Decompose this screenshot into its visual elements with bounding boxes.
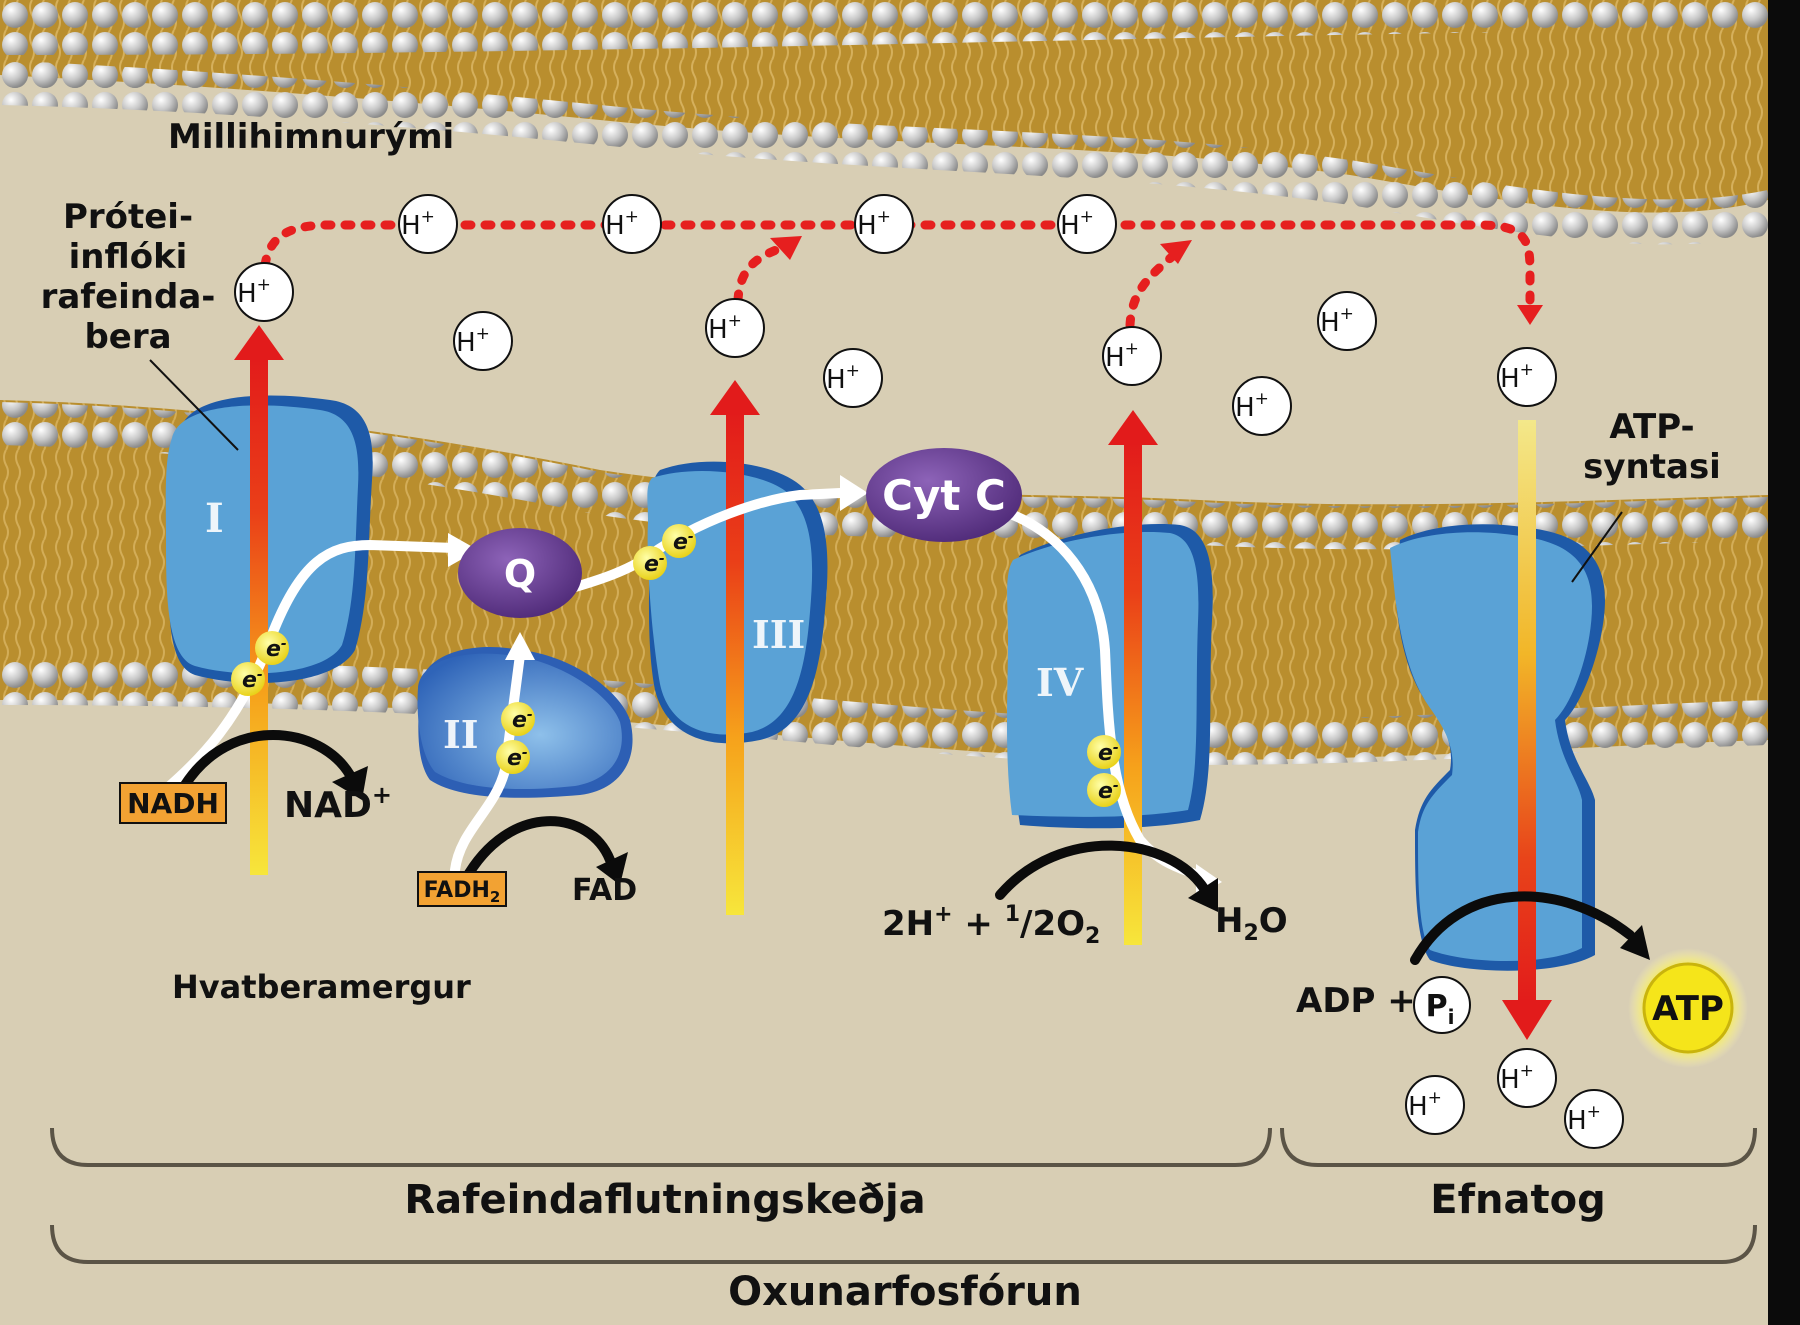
oxphos-bracket-label: Oxunarfosfórun: [728, 1269, 1082, 1315]
svg-text:e-: e-: [1098, 740, 1119, 766]
proton: H+: [1102, 326, 1162, 386]
q-carrier: Q: [458, 528, 582, 618]
svg-text:Pi: Pi: [1426, 989, 1455, 1029]
svg-text:ATP: ATP: [1652, 989, 1724, 1029]
etc-bracket-label: Rafeindaflutningskeðja: [404, 1177, 925, 1223]
proton-dashed-path: [260, 220, 1535, 330]
svg-text:syntasi: syntasi: [1583, 447, 1721, 487]
brackets: [50, 1127, 1757, 1264]
oxygen-reaction-label: 2H+ + 1/2O2: [882, 902, 1100, 949]
electrons: e- e- e- e- e- e- e- e-: [231, 524, 1121, 807]
svg-text:H+: H+: [605, 207, 639, 241]
complex-iv-label: IV: [1036, 660, 1085, 705]
svg-text:H+: H+: [456, 324, 490, 358]
complex-pointer-line: [149, 359, 239, 451]
svg-text:H+: H+: [1060, 207, 1094, 241]
proton: H+: [705, 298, 765, 358]
electron: e-: [662, 524, 696, 558]
svg-text:H+: H+: [1500, 360, 1534, 394]
complex-i-label: I: [205, 495, 224, 542]
intermembrane-space-label: Millihimnurými: [168, 117, 454, 157]
proton: H+: [602, 194, 662, 254]
svg-text:e-: e-: [242, 667, 263, 693]
svg-text:H+: H+: [401, 207, 435, 241]
svg-text:e-: e-: [512, 707, 533, 733]
svg-text:inflóki: inflóki: [69, 237, 188, 277]
electron: e-: [633, 546, 667, 580]
atp-synthase-annotation: ATP- syntasi: [1583, 407, 1721, 487]
fadh2-box: FADH2: [417, 871, 507, 907]
electron: e-: [231, 662, 265, 696]
proton-arrows: [234, 325, 1552, 1040]
atp-synthase: [1390, 524, 1605, 971]
proton: H+: [1405, 1075, 1465, 1135]
svg-text:H+: H+: [1105, 339, 1139, 373]
svg-text:Prótei-: Prótei-: [63, 197, 193, 237]
svg-text:e-: e-: [673, 529, 694, 555]
svg-text:H+: H+: [1500, 1061, 1534, 1095]
reaction-arrows: [180, 730, 1635, 965]
outer-membrane: [0, 0, 1768, 245]
cyt-c-label: Cyt C: [882, 471, 1006, 520]
svg-text:FADH2: FADH2: [424, 878, 501, 906]
svg-text:e-: e-: [507, 745, 528, 771]
electron: e-: [255, 631, 289, 665]
svg-text:e-: e-: [644, 551, 665, 577]
svg-text:rafeinda-: rafeinda-: [41, 277, 216, 317]
svg-text:bera: bera: [84, 317, 171, 357]
chemiosmosis-bracket-label: Efnatog: [1430, 1177, 1605, 1223]
atp-product: ATP: [1628, 948, 1748, 1068]
svg-text:H+: H+: [237, 275, 271, 309]
proton: H+: [1497, 1048, 1557, 1108]
electron: e-: [501, 702, 535, 736]
complex-annotation: Prótei- inflóki rafeinda- bera: [41, 197, 216, 357]
electron: e-: [1087, 735, 1121, 769]
proton: H+: [1564, 1089, 1624, 1149]
electron: e-: [496, 740, 530, 774]
svg-text:NADH: NADH: [127, 787, 219, 820]
proton: H+: [1057, 194, 1117, 254]
proton: H+: [1317, 291, 1377, 351]
svg-text:e-: e-: [1098, 778, 1119, 804]
proton: H+: [1232, 376, 1292, 436]
svg-text:e-: e-: [266, 636, 287, 662]
svg-text:H+: H+: [1235, 389, 1269, 423]
electron: e-: [1087, 773, 1121, 807]
nad-label: NAD+: [284, 781, 392, 826]
proton: H+: [1497, 347, 1557, 407]
protons: H+ H+ H+ H+ H+ H+ H+ H+ H+ H+ H+ H+ H+ H…: [234, 194, 1624, 1149]
svg-text:H+: H+: [826, 361, 860, 395]
proton: H+: [453, 311, 513, 371]
svg-text:H+: H+: [1408, 1088, 1442, 1122]
complex-ii-label: II: [443, 712, 479, 757]
svg-text:H+: H+: [857, 207, 891, 241]
water-label: H2O: [1215, 901, 1288, 946]
svg-text:ATP-: ATP-: [1609, 407, 1694, 447]
matrix-label: Hvatberamergur: [172, 968, 471, 1006]
proton: H+: [854, 194, 914, 254]
svg-text:H+: H+: [1320, 304, 1354, 338]
proton: H+: [823, 348, 883, 408]
proton: H+: [398, 194, 458, 254]
proton: H+: [234, 262, 294, 322]
svg-text:H+: H+: [1567, 1102, 1601, 1136]
svg-text:H+: H+: [708, 311, 742, 345]
cyt-c-carrier: Cyt C: [866, 448, 1022, 542]
fad-label: FAD: [572, 873, 637, 908]
phosphate-circle: Pi: [1413, 976, 1471, 1034]
adp-label: ADP +: [1296, 981, 1416, 1021]
complex-iii-label: III: [752, 612, 805, 657]
nadh-box: NADH: [119, 782, 227, 824]
synthase-pointer-line: [1571, 511, 1623, 583]
q-label: Q: [504, 552, 536, 596]
